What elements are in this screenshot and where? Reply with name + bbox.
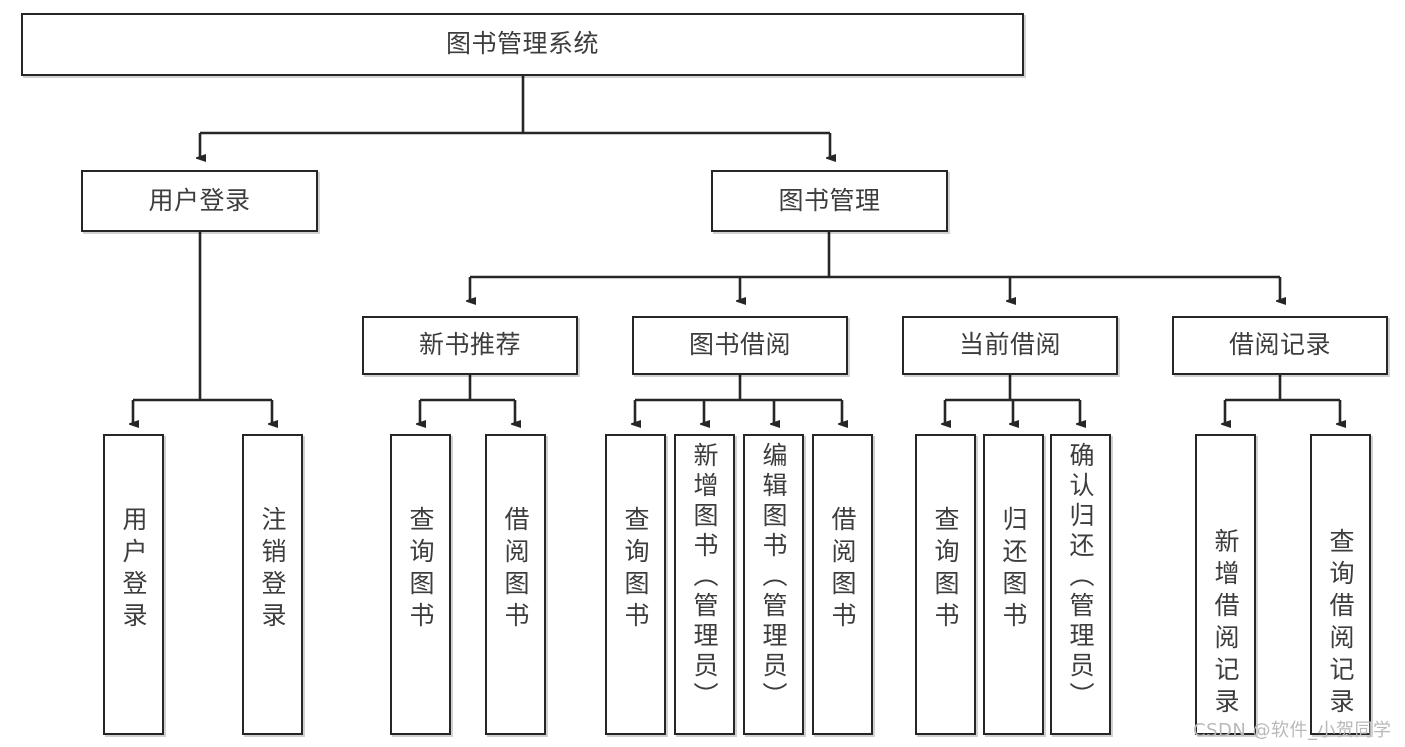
csdn-watermark: CSDN @软件_小贺同学 xyxy=(1193,720,1392,741)
leaf-borrow-book-rec[interactable]: 借阅图书 xyxy=(485,434,546,735)
node-root-system[interactable]: 图书管理系统 xyxy=(21,13,1024,76)
node-label: 编辑图书（管理员） xyxy=(759,442,788,712)
node-label: 新增借阅记录 xyxy=(1211,528,1240,720)
node-label: 注销登录 xyxy=(258,506,287,634)
node-label: 借阅图书 xyxy=(828,506,857,634)
node-current-borrow[interactable]: 当前借阅 xyxy=(902,316,1118,375)
leaf-add-book-admin[interactable]: 新增图书（管理员） xyxy=(674,434,735,735)
node-label: 图书管理 xyxy=(778,185,881,215)
node-label: 归还图书 xyxy=(999,506,1028,634)
node-label: 确认归还（管理员） xyxy=(1066,442,1095,712)
node-label: 新增图书（管理员） xyxy=(690,442,719,712)
node-label: 当前借阅 xyxy=(958,330,1061,360)
leaf-add-borrow-record[interactable]: 新增借阅记录 xyxy=(1195,434,1256,735)
node-book-borrow[interactable]: 图书借阅 xyxy=(632,316,848,375)
leaf-query-book-rec[interactable]: 查询图书 xyxy=(390,434,451,735)
leaf-confirm-return-admin[interactable]: 确认归还（管理员） xyxy=(1050,434,1111,735)
node-label: 查询图书 xyxy=(621,506,650,634)
node-label: 用户登录 xyxy=(148,185,251,215)
node-label: 新书推荐 xyxy=(418,330,521,360)
node-user-login[interactable]: 用户登录 xyxy=(81,170,318,232)
node-new-book-recommend[interactable]: 新书推荐 xyxy=(362,316,578,375)
node-label: 用户登录 xyxy=(119,506,148,634)
leaf-query-book-current[interactable]: 查询图书 xyxy=(915,434,976,735)
leaf-query-book-borrow[interactable]: 查询图书 xyxy=(605,434,666,735)
leaf-query-borrow-record[interactable]: 查询借阅记录 xyxy=(1310,434,1371,735)
node-label: 查询借阅记录 xyxy=(1326,528,1355,720)
node-label: 查询图书 xyxy=(406,506,435,634)
leaf-edit-book-admin[interactable]: 编辑图书（管理员） xyxy=(743,434,804,735)
leaf-return-book[interactable]: 归还图书 xyxy=(983,434,1044,735)
leaf-logout-login[interactable]: 注销登录 xyxy=(242,434,303,735)
node-label: 图书管理系统 xyxy=(445,29,599,59)
node-borrow-record[interactable]: 借阅记录 xyxy=(1172,316,1388,375)
node-label: 借阅记录 xyxy=(1228,330,1331,360)
node-label: 借阅图书 xyxy=(501,506,530,634)
node-label: 图书借阅 xyxy=(688,330,791,360)
leaf-user-login[interactable]: 用户登录 xyxy=(103,434,164,735)
node-book-management[interactable]: 图书管理 xyxy=(711,170,948,232)
node-label: 查询图书 xyxy=(931,506,960,634)
leaf-borrow-book[interactable]: 借阅图书 xyxy=(812,434,873,735)
